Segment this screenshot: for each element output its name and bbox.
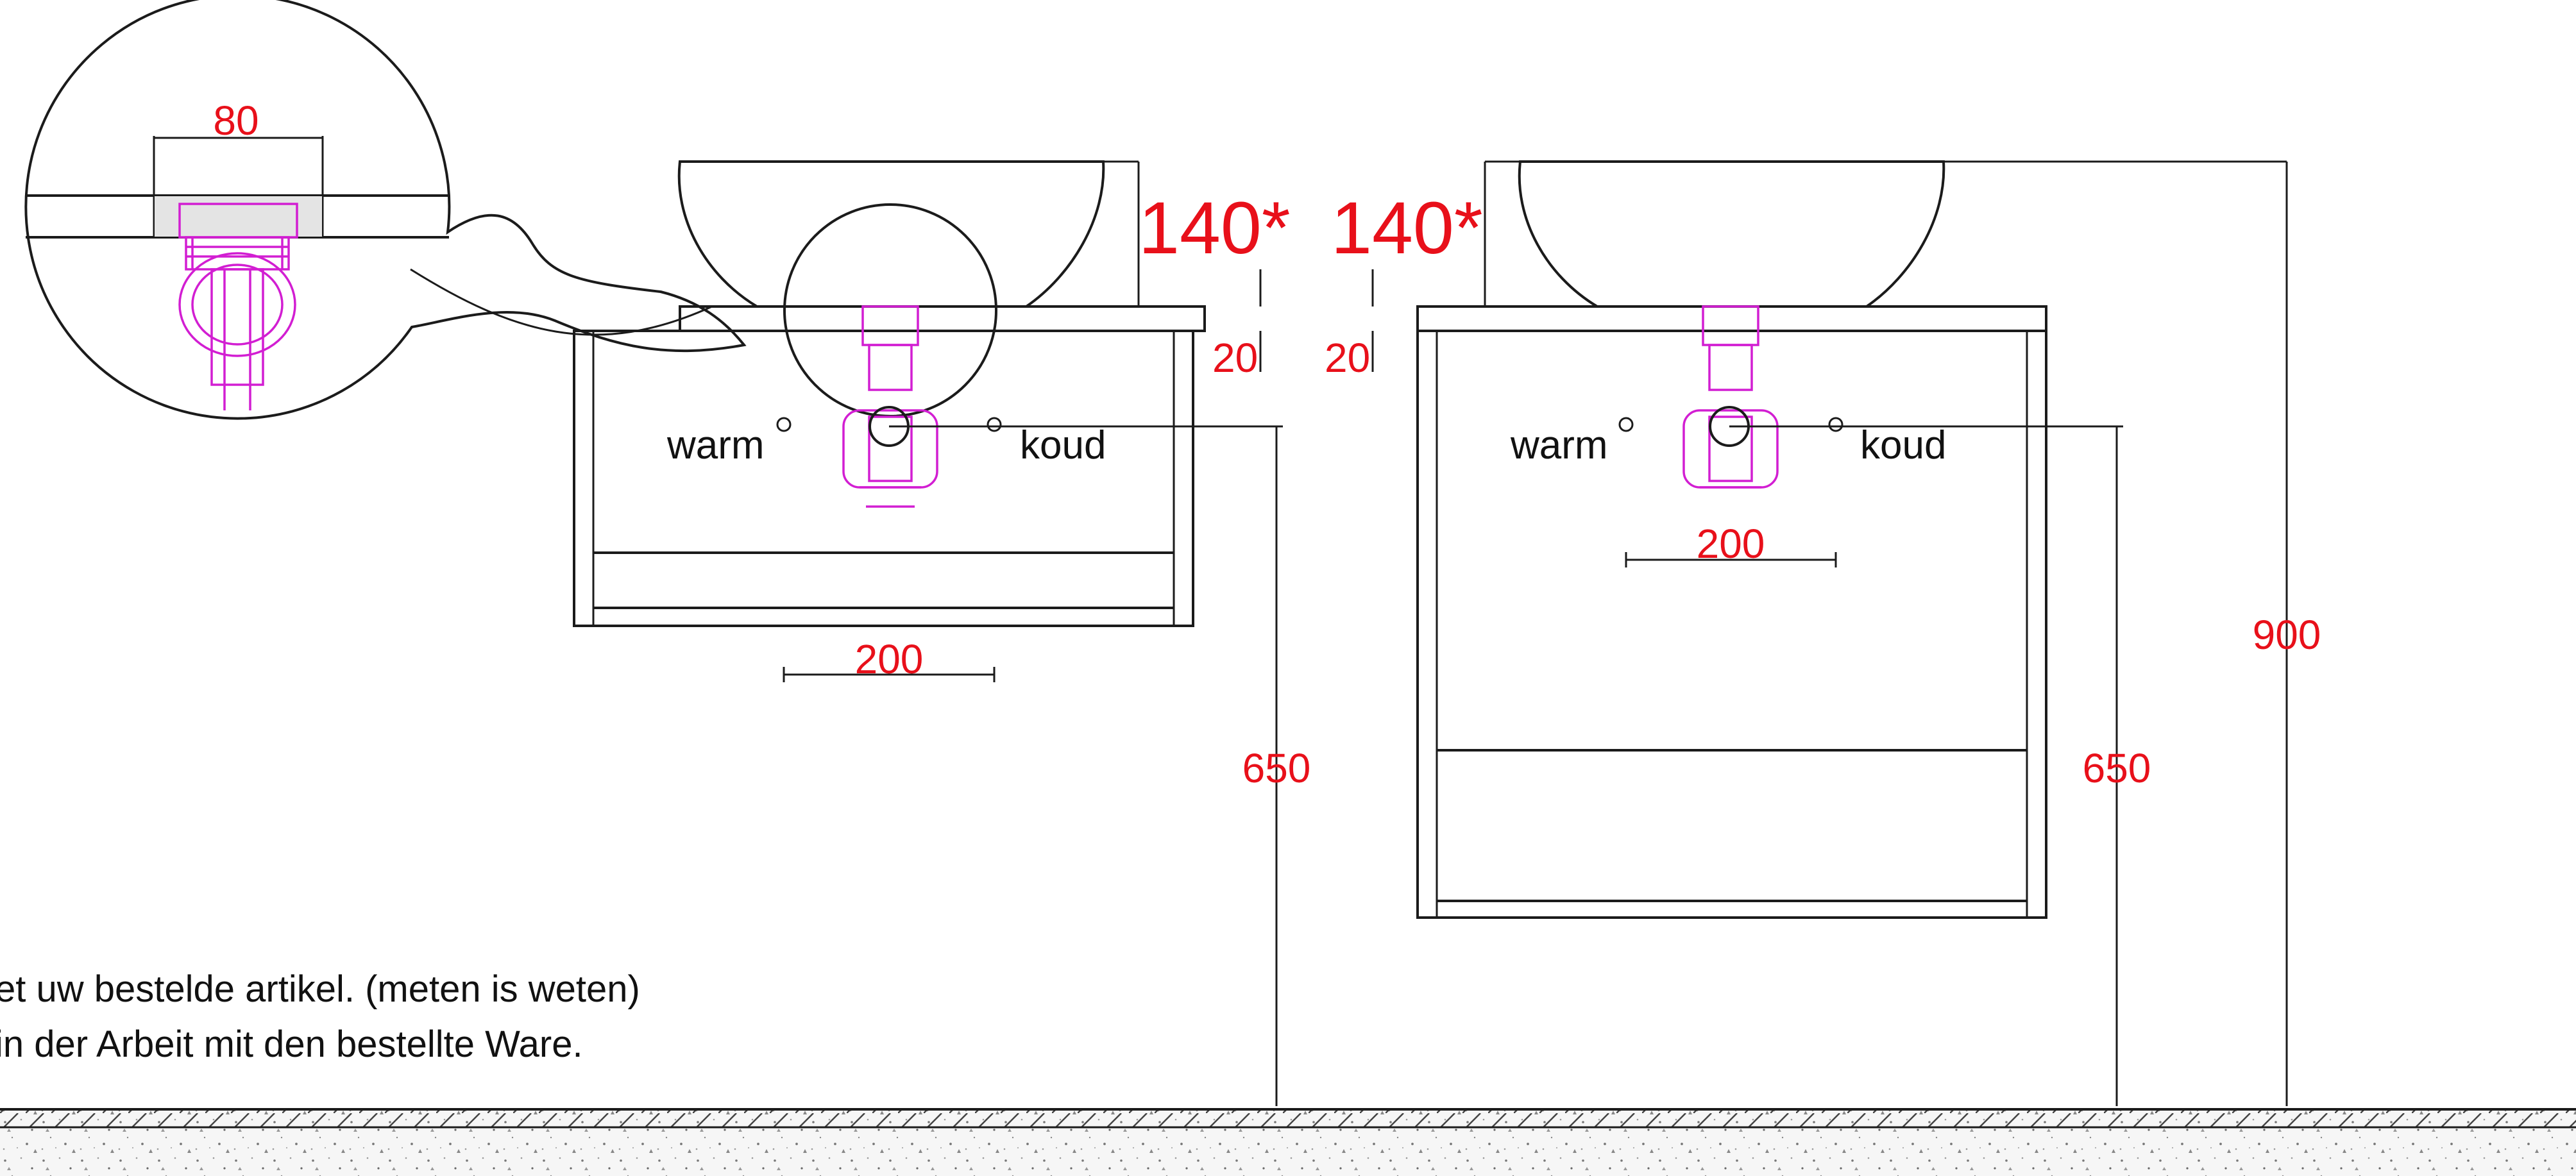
right-warm-label: warm <box>1510 423 1608 467</box>
detail-trap-ring <box>178 252 296 357</box>
right-tap-spacing: 200 <box>1697 521 1765 567</box>
right-cold-tap-hole-icon <box>1828 417 1843 432</box>
right-bowl <box>1518 160 1945 308</box>
left-top-thickness: 20 <box>1212 335 1258 381</box>
left-unit: warm koud 200 140* 20 650 <box>410 160 1311 1106</box>
left-countertop <box>679 305 1206 332</box>
left-cold-label: koud <box>1020 423 1106 467</box>
cold-tap-hole-icon <box>987 417 1002 432</box>
left-warm-label: warm <box>666 423 765 467</box>
floor-hatch-icon <box>0 1108 2576 1176</box>
right-bowl-height: 140* <box>1331 187 1483 269</box>
right-drain-height: 650 <box>2083 745 2151 791</box>
warm-tap-hole-icon <box>776 417 792 432</box>
detail-magnifier: 80 <box>24 0 747 420</box>
right-countertop <box>1416 305 2047 332</box>
note-german: in der Arbeit mit den bestellte Ware. <box>0 1023 583 1065</box>
right-total-height: 900 <box>2253 612 2321 658</box>
note-dutch: et uw bestelde artikel. (meten is weten) <box>0 968 640 1010</box>
right-cold-label: koud <box>1860 423 1946 467</box>
right-unit: warm koud 200 140* 20 650 900 <box>1325 160 2321 1106</box>
left-cabinet <box>573 330 1194 627</box>
left-bowl-height: 140* <box>1139 187 1291 269</box>
right-warm-tap-hole-icon <box>1618 417 1634 432</box>
left-bowl <box>677 160 1105 308</box>
left-detail-leader <box>410 268 713 336</box>
detail-top-cutout <box>153 195 323 238</box>
left-drain-height: 650 <box>1242 745 1311 791</box>
left-drain-top <box>861 305 919 346</box>
left-tap-spacing: 200 <box>855 636 924 682</box>
detail-drain-pipe <box>210 268 264 386</box>
detail-drain-width: 80 <box>213 97 258 144</box>
right-siphon <box>1682 409 1779 489</box>
left-siphon <box>842 409 938 489</box>
left-detail-circle <box>783 203 997 417</box>
magnifier-outline <box>24 0 747 420</box>
right-drain-top <box>1702 305 1759 346</box>
right-cabinet <box>1416 330 2047 919</box>
right-top-thickness: 20 <box>1325 335 1370 381</box>
